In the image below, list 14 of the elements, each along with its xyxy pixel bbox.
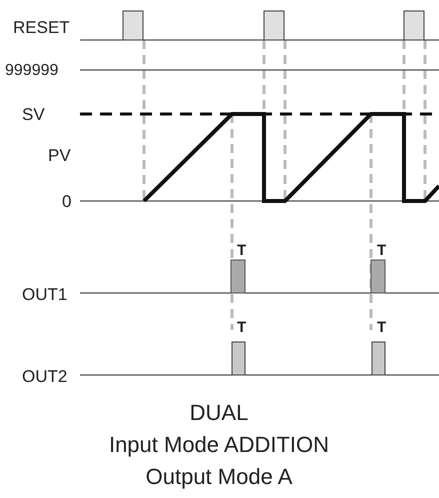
time-label: T xyxy=(237,243,246,258)
signal-name: OUT1 xyxy=(22,286,68,303)
caption-line: Input Mode ADDITION xyxy=(108,434,330,456)
signal-name: OUT2 xyxy=(22,368,68,385)
caption-line: Output Mode A xyxy=(146,466,292,488)
axis-value: 999999 xyxy=(5,63,58,79)
time-label: T xyxy=(237,320,246,335)
time-label: T xyxy=(377,243,386,258)
caption-line: DUAL xyxy=(190,402,248,424)
axis-value: 0 xyxy=(62,193,72,210)
axis-value: PV xyxy=(48,147,71,164)
axis-value: SV xyxy=(22,106,45,123)
signal-name: RESET xyxy=(13,19,70,36)
time-label: T xyxy=(377,320,386,335)
